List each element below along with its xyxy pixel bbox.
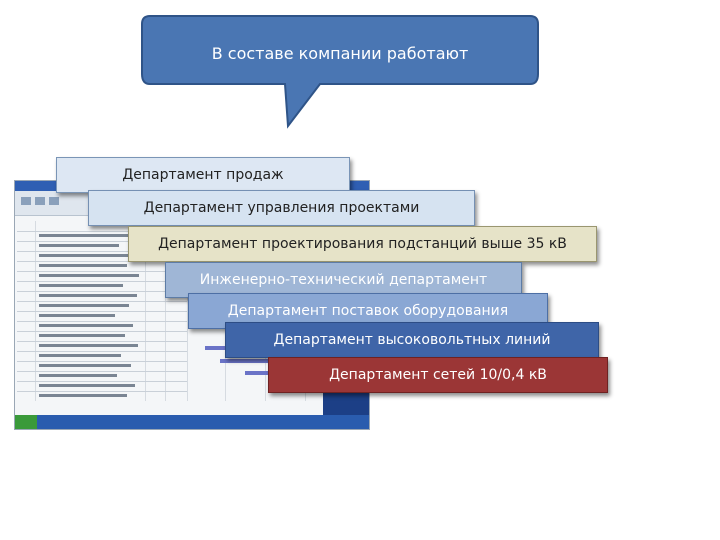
department-high-voltage-lines: Департамент высоковольтных линий — [225, 322, 599, 358]
row-line — [17, 301, 187, 302]
department-engineering: Инженерно-технический департамент — [165, 262, 522, 298]
row-line — [17, 271, 187, 272]
row-line — [17, 291, 187, 292]
row-text — [39, 304, 129, 307]
row-text — [39, 234, 131, 237]
department-substation-design: Департамент проектирования подстанций вы… — [128, 226, 597, 262]
row-line — [17, 231, 187, 232]
row-line — [17, 371, 187, 372]
row-text — [39, 264, 127, 267]
row-line — [17, 381, 187, 382]
row-text — [39, 394, 127, 397]
row-text — [39, 284, 123, 287]
row-line — [17, 241, 187, 242]
row-line — [17, 341, 187, 342]
row-line — [17, 391, 187, 392]
toolbar-icon — [21, 197, 31, 205]
row-line — [17, 321, 187, 322]
screenshot-start-button — [15, 415, 37, 429]
toolbar-icon — [35, 197, 45, 205]
row-text — [39, 344, 138, 347]
row-line — [17, 331, 187, 332]
department-sales: Департамент продаж — [56, 157, 350, 193]
row-text — [39, 294, 137, 297]
row-line — [17, 261, 187, 262]
row-text — [39, 274, 139, 277]
callout-shape — [141, 15, 539, 129]
screenshot-taskbar — [15, 415, 369, 429]
callout: В составе компании работают — [140, 14, 540, 130]
row-text — [39, 384, 135, 387]
row-text — [39, 324, 133, 327]
row-line — [17, 281, 187, 282]
row-text — [39, 364, 131, 367]
toolbar-icon — [49, 197, 59, 205]
department-networks-10kv: Департамент сетей 10/0,4 кВ — [268, 357, 608, 393]
department-project-management: Департамент управления проектами — [88, 190, 475, 226]
row-text — [39, 354, 121, 357]
row-line — [17, 311, 187, 312]
row-text — [39, 244, 119, 247]
row-text — [39, 254, 135, 257]
callout-text: В составе компании работают — [211, 44, 469, 63]
grid-line — [187, 221, 188, 401]
row-text — [39, 374, 117, 377]
row-line — [17, 351, 187, 352]
row-line — [17, 361, 187, 362]
row-text — [39, 314, 115, 317]
row-text — [39, 334, 125, 337]
row-line — [17, 251, 187, 252]
